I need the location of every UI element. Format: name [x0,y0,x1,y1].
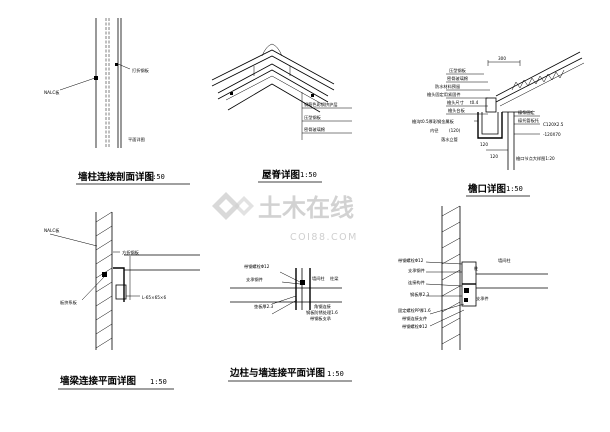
eave-dim-120-b: 120 [490,154,498,159]
side-left-label-2: 支承钢件 [246,276,263,283]
plan-detail-label: 平面详图 [128,136,145,143]
detail-side-column-right: 带钢螺栓Φ12 支承钢件 连接构件 钢板厚2.3 固定螺栓PP厚1.6 带钢连接… [398,205,548,350]
side-right-label-5: 固定螺栓PP厚1.6 [398,307,431,314]
scale-ridge: 1:50 [300,171,317,179]
watermark: 土木在线 COI88.COM [212,192,358,243]
eave-label-5: 檐头尺寸 [447,99,464,106]
alc-panel-label: NALC板 [44,89,60,96]
scale-side-column: 1:50 [327,370,344,378]
eave-dim-120-bracket: (120) [449,128,461,133]
eave-dim-300: 300 [498,56,506,61]
eave-dim-t04: t0.4 [470,100,479,105]
side-right-label-6: 带钢连接支件 [402,315,427,322]
wall-beam-spec-label: L-65×65×6 [142,295,166,300]
side-left-label-5: 钢板防锈处理1.6 [306,309,338,316]
title-side-column: 边柱与墙连接平面详图 [229,367,325,379]
eave-dim-120x70: -120X70 [543,132,561,137]
detail-ridge: 钢筋色彩钢挤护层 压型钢板 密骨玻璃棉 屋脊详图 1:50 [211,43,352,183]
watermark-cn: 土木在线 [258,194,354,222]
eave-label-8: 内径 [430,127,438,134]
detail-side-column-left: 带钢螺栓Φ12 支承钢件 垫板厚2.3 角钢连接 钢板防锈处理1.6 带钢板支承… [228,263,352,382]
side-left-label-7: 墙间柱 [312,275,325,282]
scale-wall-column-section: 1:50 [148,173,165,181]
wall-beam-holder-label: 板挤系板 [60,299,78,306]
side-right-label-1: 带钢螺栓Φ12 [398,257,424,264]
ridge-label-2: 压型钢板 [304,114,322,121]
title-wall-column-section: 墙柱连接剖面详图 [78,171,154,183]
eave-label-9: 落水立管 [441,136,458,143]
eave-label-3: 防水材料预留 [435,83,460,90]
title-ridge: 屋脊详图 [262,169,300,181]
side-right-label-3: 连接构件 [408,279,425,286]
detail-wall-beam: NALC板 方折钢板 板挤系板 L-65×65×6 墙梁连接平面详图 1:50 [44,211,200,390]
detail-wall-column-section: NALC板 打折钢板 平面详图 墙柱连接剖面详图 1:50 [44,18,190,185]
eave-dim-c120: C120X2.5 [543,122,564,127]
title-eave: 檐口详图 [468,183,506,195]
watermark-logo-icon [212,192,254,220]
side-right-label-7: 带钢螺栓Φ12 [402,323,428,330]
side-left-label-3: 垫板厚2.3 [254,303,274,310]
eave-label-11: 檩托管板托 [518,117,539,124]
side-left-label-4: 角钢连接 [314,303,332,310]
wall-beam-alc-label: NALC板 [44,227,60,234]
wall-beam-angle-label: 方折钢板 [122,249,140,256]
watermark-en: COI88.COM [290,232,358,243]
side-left-label-6: 带钢板支承 [310,315,332,322]
steel-plate-label: 打折钢板 [132,67,150,74]
side-right-label-2: 支承钢件 [408,267,425,274]
eave-note: 檐口节点大样图1:20 [516,155,555,162]
side-left-label-1: 带钢螺栓Φ12 [244,263,270,270]
side-right-label-8: 支承件 [476,295,489,302]
eave-label-4: 檐头固定用紧固件 [427,91,461,98]
side-right-label-10: 柱 [474,265,479,272]
eave-label-7: 檐沟t0.5厚彩钢金属板 [412,118,455,125]
eave-label-1: 压型钢板 [449,67,467,74]
eave-dim-120-a: 120 [480,142,488,147]
eave-label-6: 檐头台板 [448,107,466,114]
scale-eave: 1:50 [506,185,523,193]
side-left-label-8: 柱梁 [330,275,339,282]
side-right-label-4: 钢板厚2.3 [410,291,430,298]
eave-label-2: 密骨玻璃棉 [447,75,468,82]
scale-wall-beam: 1:50 [150,378,167,386]
ridge-label-1: 钢筋色彩钢挤护层 [304,101,338,108]
side-right-label-9: 墙间柱 [498,257,511,264]
title-wall-beam: 墙梁连接平面详图 [60,375,136,387]
detail-eave: 300 压型钢板 密骨玻璃棉 防水材料预留 檐头固定用紧固件 檐头尺寸 檐头台板… [412,51,585,197]
eave-label-10: 檩条固定 [518,109,535,116]
ridge-label-3: 密骨玻璃棉 [304,126,325,133]
